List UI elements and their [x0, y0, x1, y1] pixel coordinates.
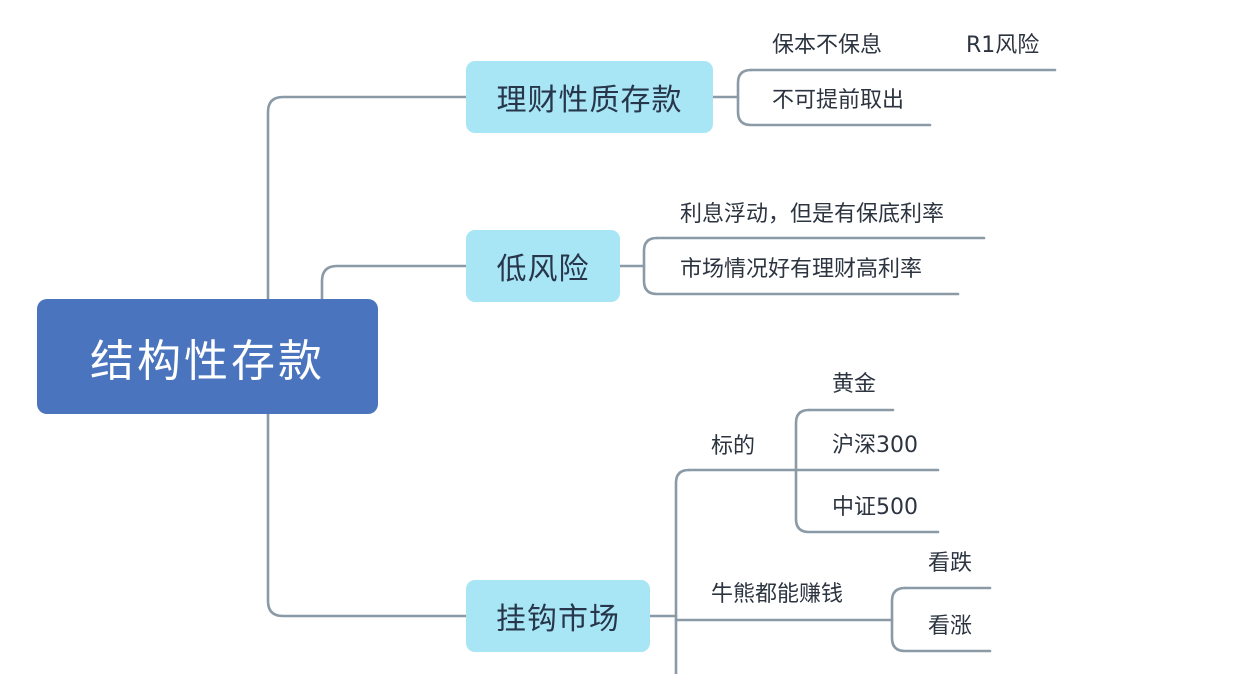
leaf-node[interactable]: 沪深300 [832, 433, 918, 458]
leaf-node[interactable]: R1风险 [966, 33, 1040, 58]
link-branch2-items [642, 236, 960, 296]
leaf-node[interactable]: 保本不保息 [772, 33, 883, 58]
leaf-node[interactable]: 不可提前取出 [772, 88, 905, 113]
root-node[interactable]: 结构性存款 [37, 299, 378, 414]
branch-node-1[interactable]: 理财性质存款 [466, 61, 713, 133]
leaf-node[interactable]: 牛熊都能赚钱 [711, 582, 844, 607]
leaf-node[interactable]: 黄金 [832, 372, 877, 397]
link-branch3-items [674, 468, 691, 674]
leaf-node[interactable]: 看涨 [928, 614, 973, 639]
link-branch1-items [736, 68, 932, 127]
leaf-node[interactable]: 标的 [711, 434, 756, 459]
branch-node-2[interactable]: 低风险 [466, 230, 620, 302]
link-root-branch2 [320, 264, 468, 301]
leaf-node[interactable]: 看跌 [928, 551, 973, 576]
branch-node-3[interactable]: 挂钩市场 [466, 580, 650, 652]
leaf-node[interactable]: 市场情况好有理财高利率 [680, 257, 923, 282]
link-root-branch3 [266, 412, 468, 618]
leaf-node[interactable]: 利息浮动，但是有保底利率 [680, 202, 945, 227]
leaf-node[interactable]: 中证500 [832, 495, 918, 520]
link-root-branch1 [266, 95, 468, 301]
